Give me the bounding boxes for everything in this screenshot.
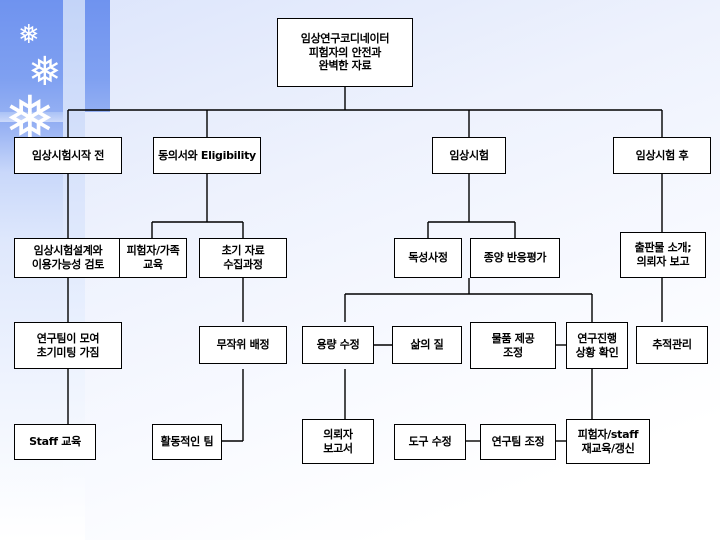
node-dose-modify-label: 용량 수정 <box>316 338 360 352</box>
node-initial-data-label: 초기 자료 수집과정 <box>221 244 265 271</box>
node-team-adjust-label: 연구팀 조정 <box>491 435 545 449</box>
node-trial[interactable]: 임상시험 <box>432 137 506 174</box>
node-dose-modify[interactable]: 용량 수정 <box>302 326 374 364</box>
node-design-review[interactable]: 임상시험설계와 이용가능성 검토 <box>14 238 122 278</box>
node-sponsor-report[interactable]: 의뢰자 보고서 <box>302 419 374 464</box>
node-publication[interactable]: 출판물 소개; 의뢰자 보고 <box>620 232 706 278</box>
node-randomize[interactable]: 무작위 배정 <box>199 326 287 364</box>
snowflake-icon: ❅ <box>18 20 40 50</box>
node-subject-education-label: 피험자/가족 교육 <box>126 244 180 271</box>
decorative-top-left-block-2 <box>0 112 85 122</box>
node-team-meeting[interactable]: 연구팀이 모여 초기미팅 가짐 <box>14 322 122 369</box>
decorative-top-left-block <box>0 0 110 112</box>
node-tool-modify[interactable]: 도구 수정 <box>394 424 466 460</box>
node-initial-data[interactable]: 초기 자료 수집과정 <box>199 238 287 278</box>
node-post-trial[interactable]: 임상시험 후 <box>613 137 711 174</box>
node-tool-modify-label: 도구 수정 <box>408 435 452 449</box>
node-qol-label: 삶의 질 <box>410 338 444 352</box>
node-publication-label: 출판물 소개; 의뢰자 보고 <box>634 241 692 268</box>
node-toxicity[interactable]: 독성사정 <box>394 238 462 278</box>
node-root[interactable]: 임상연구코디네이터 피험자의 안전과 완벽한 자료 <box>277 18 413 87</box>
node-active-team-label: 활동적인 팀 <box>160 435 214 449</box>
node-supply-adjust-label: 물품 제공 조정 <box>491 331 535 359</box>
node-progress-check-label: 연구진행 상황 확인 <box>575 331 619 359</box>
node-staff-education-label: Staff 교육 <box>29 435 81 449</box>
node-subject-education[interactable]: 피험자/가족 교육 <box>119 238 187 278</box>
node-toxicity-label: 독성사정 <box>408 251 448 265</box>
node-consent-label: 동의서와 Eligibility <box>158 148 256 162</box>
node-design-review-label: 임상시험설계와 이용가능성 검토 <box>31 244 105 271</box>
node-progress-check[interactable]: 연구진행 상황 확인 <box>566 322 628 369</box>
node-team-meeting-label: 연구팀이 모여 초기미팅 가짐 <box>36 331 100 359</box>
node-re-education[interactable]: 피험자/staff 재교육/갱신 <box>566 419 650 464</box>
node-randomize-label: 무작위 배정 <box>216 338 270 352</box>
node-follow-up-label: 추적관리 <box>652 338 692 352</box>
node-pre-trial[interactable]: 임상시험시작 전 <box>14 137 122 174</box>
node-re-education-label: 피험자/staff 재교육/갱신 <box>577 427 639 455</box>
node-consent[interactable]: 동의서와 Eligibility <box>153 137 261 174</box>
node-follow-up[interactable]: 추적관리 <box>636 326 708 364</box>
node-active-team[interactable]: 활동적인 팀 <box>152 424 222 460</box>
node-pre-trial-label: 임상시험시작 전 <box>31 148 105 162</box>
node-staff-education[interactable]: Staff 교육 <box>14 424 96 460</box>
node-sponsor-report-label: 의뢰자 보고서 <box>323 427 353 455</box>
node-root-label: 임상연구코디네이터 피험자의 안전과 완벽한 자료 <box>300 31 390 73</box>
node-post-trial-label: 임상시험 후 <box>635 148 689 162</box>
node-trial-label: 임상시험 <box>449 148 489 162</box>
node-tumor-response-label: 종양 반응평가 <box>483 251 547 265</box>
node-qol[interactable]: 삶의 질 <box>392 326 462 364</box>
node-supply-adjust[interactable]: 물품 제공 조정 <box>470 322 556 369</box>
node-team-adjust[interactable]: 연구팀 조정 <box>480 424 556 460</box>
node-tumor-response[interactable]: 종양 반응평가 <box>470 238 560 278</box>
snowflake-icon: ❅ <box>28 49 62 95</box>
